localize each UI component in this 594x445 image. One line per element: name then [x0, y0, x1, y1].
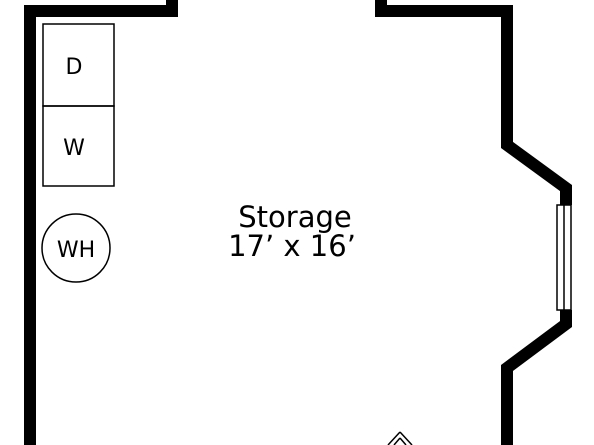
washer: W [42, 105, 115, 187]
left-wall [24, 0, 178, 445]
bay-window [556, 204, 572, 311]
dryer-label: D [66, 55, 83, 80]
room-dimensions: 17’ x 16’ [228, 229, 356, 263]
right-wall [375, 0, 572, 205]
washer-label: W [63, 136, 85, 161]
water-heater: WH [41, 213, 111, 283]
door-swing [387, 431, 413, 445]
dryer: D [42, 23, 115, 107]
water-heater-label: WH [57, 238, 95, 263]
room-name: Storage [238, 200, 351, 234]
right-lower-wall [501, 310, 572, 445]
